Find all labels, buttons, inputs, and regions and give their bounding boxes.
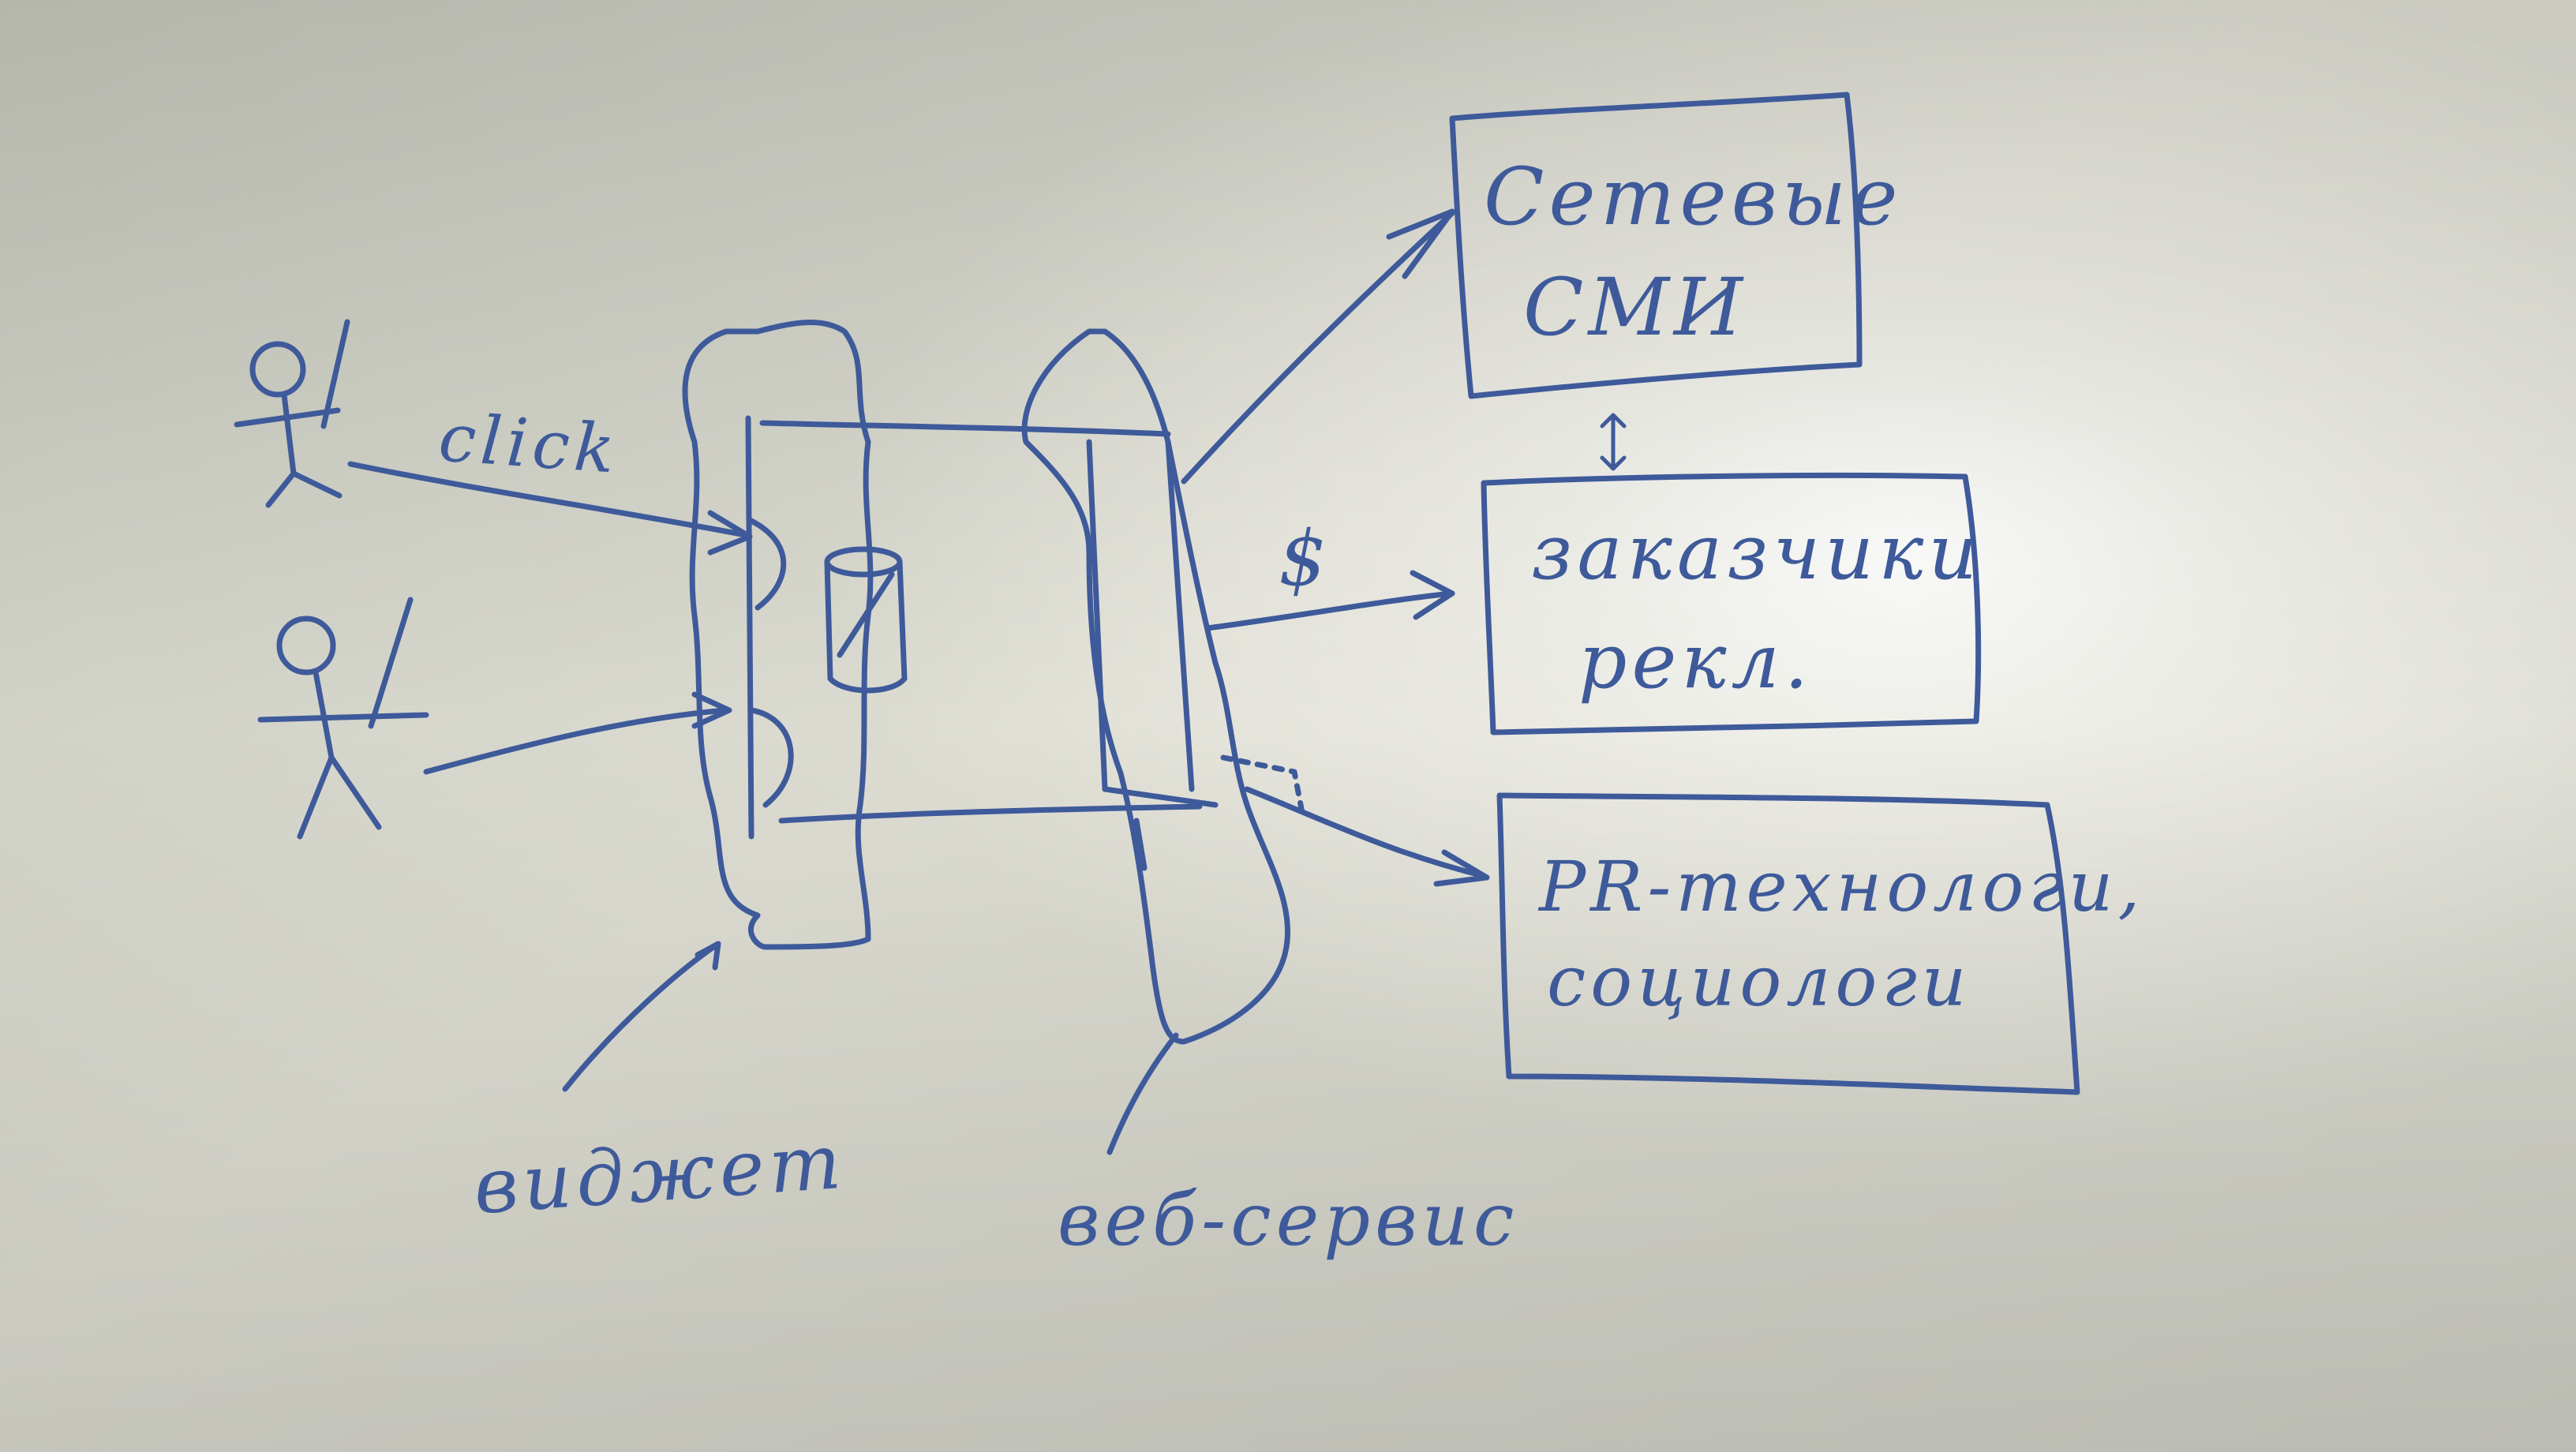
widget-shape (682, 320, 874, 950)
dollar-label: $ (1279, 515, 1332, 603)
box-online-media (1449, 92, 1863, 399)
dashed-arrow (1220, 754, 1490, 887)
widget-service-top-line (759, 420, 1171, 437)
widget-service-bottom-line (778, 803, 1203, 824)
online-media-line-2: СМИ (1523, 261, 1748, 354)
advertisers-line-2: рекл. (1578, 617, 1814, 705)
web-service-shape (1021, 328, 1290, 1045)
online-media-line-1: Сетевые (1484, 151, 1903, 243)
widget-pointer (562, 941, 721, 1092)
actor-icon (234, 319, 350, 508)
actor-icon (257, 597, 429, 840)
actor2-arrow (423, 691, 732, 775)
money-arrow (1204, 570, 1455, 631)
box-pr (1496, 792, 2080, 1095)
advertisers-line-1: заказчики (1531, 508, 1983, 597)
web-service-label: веб-сервис (1058, 1177, 1519, 1262)
pr-line-1: PR-технологи, (1539, 846, 2145, 927)
arrow-icon (1181, 208, 1455, 485)
pr-line-2: социологи (1547, 941, 1971, 1022)
database-icon (824, 546, 908, 694)
box-advertisers (1481, 472, 1982, 735)
service-pointer (1106, 1032, 1179, 1155)
click-label: click (436, 399, 622, 488)
